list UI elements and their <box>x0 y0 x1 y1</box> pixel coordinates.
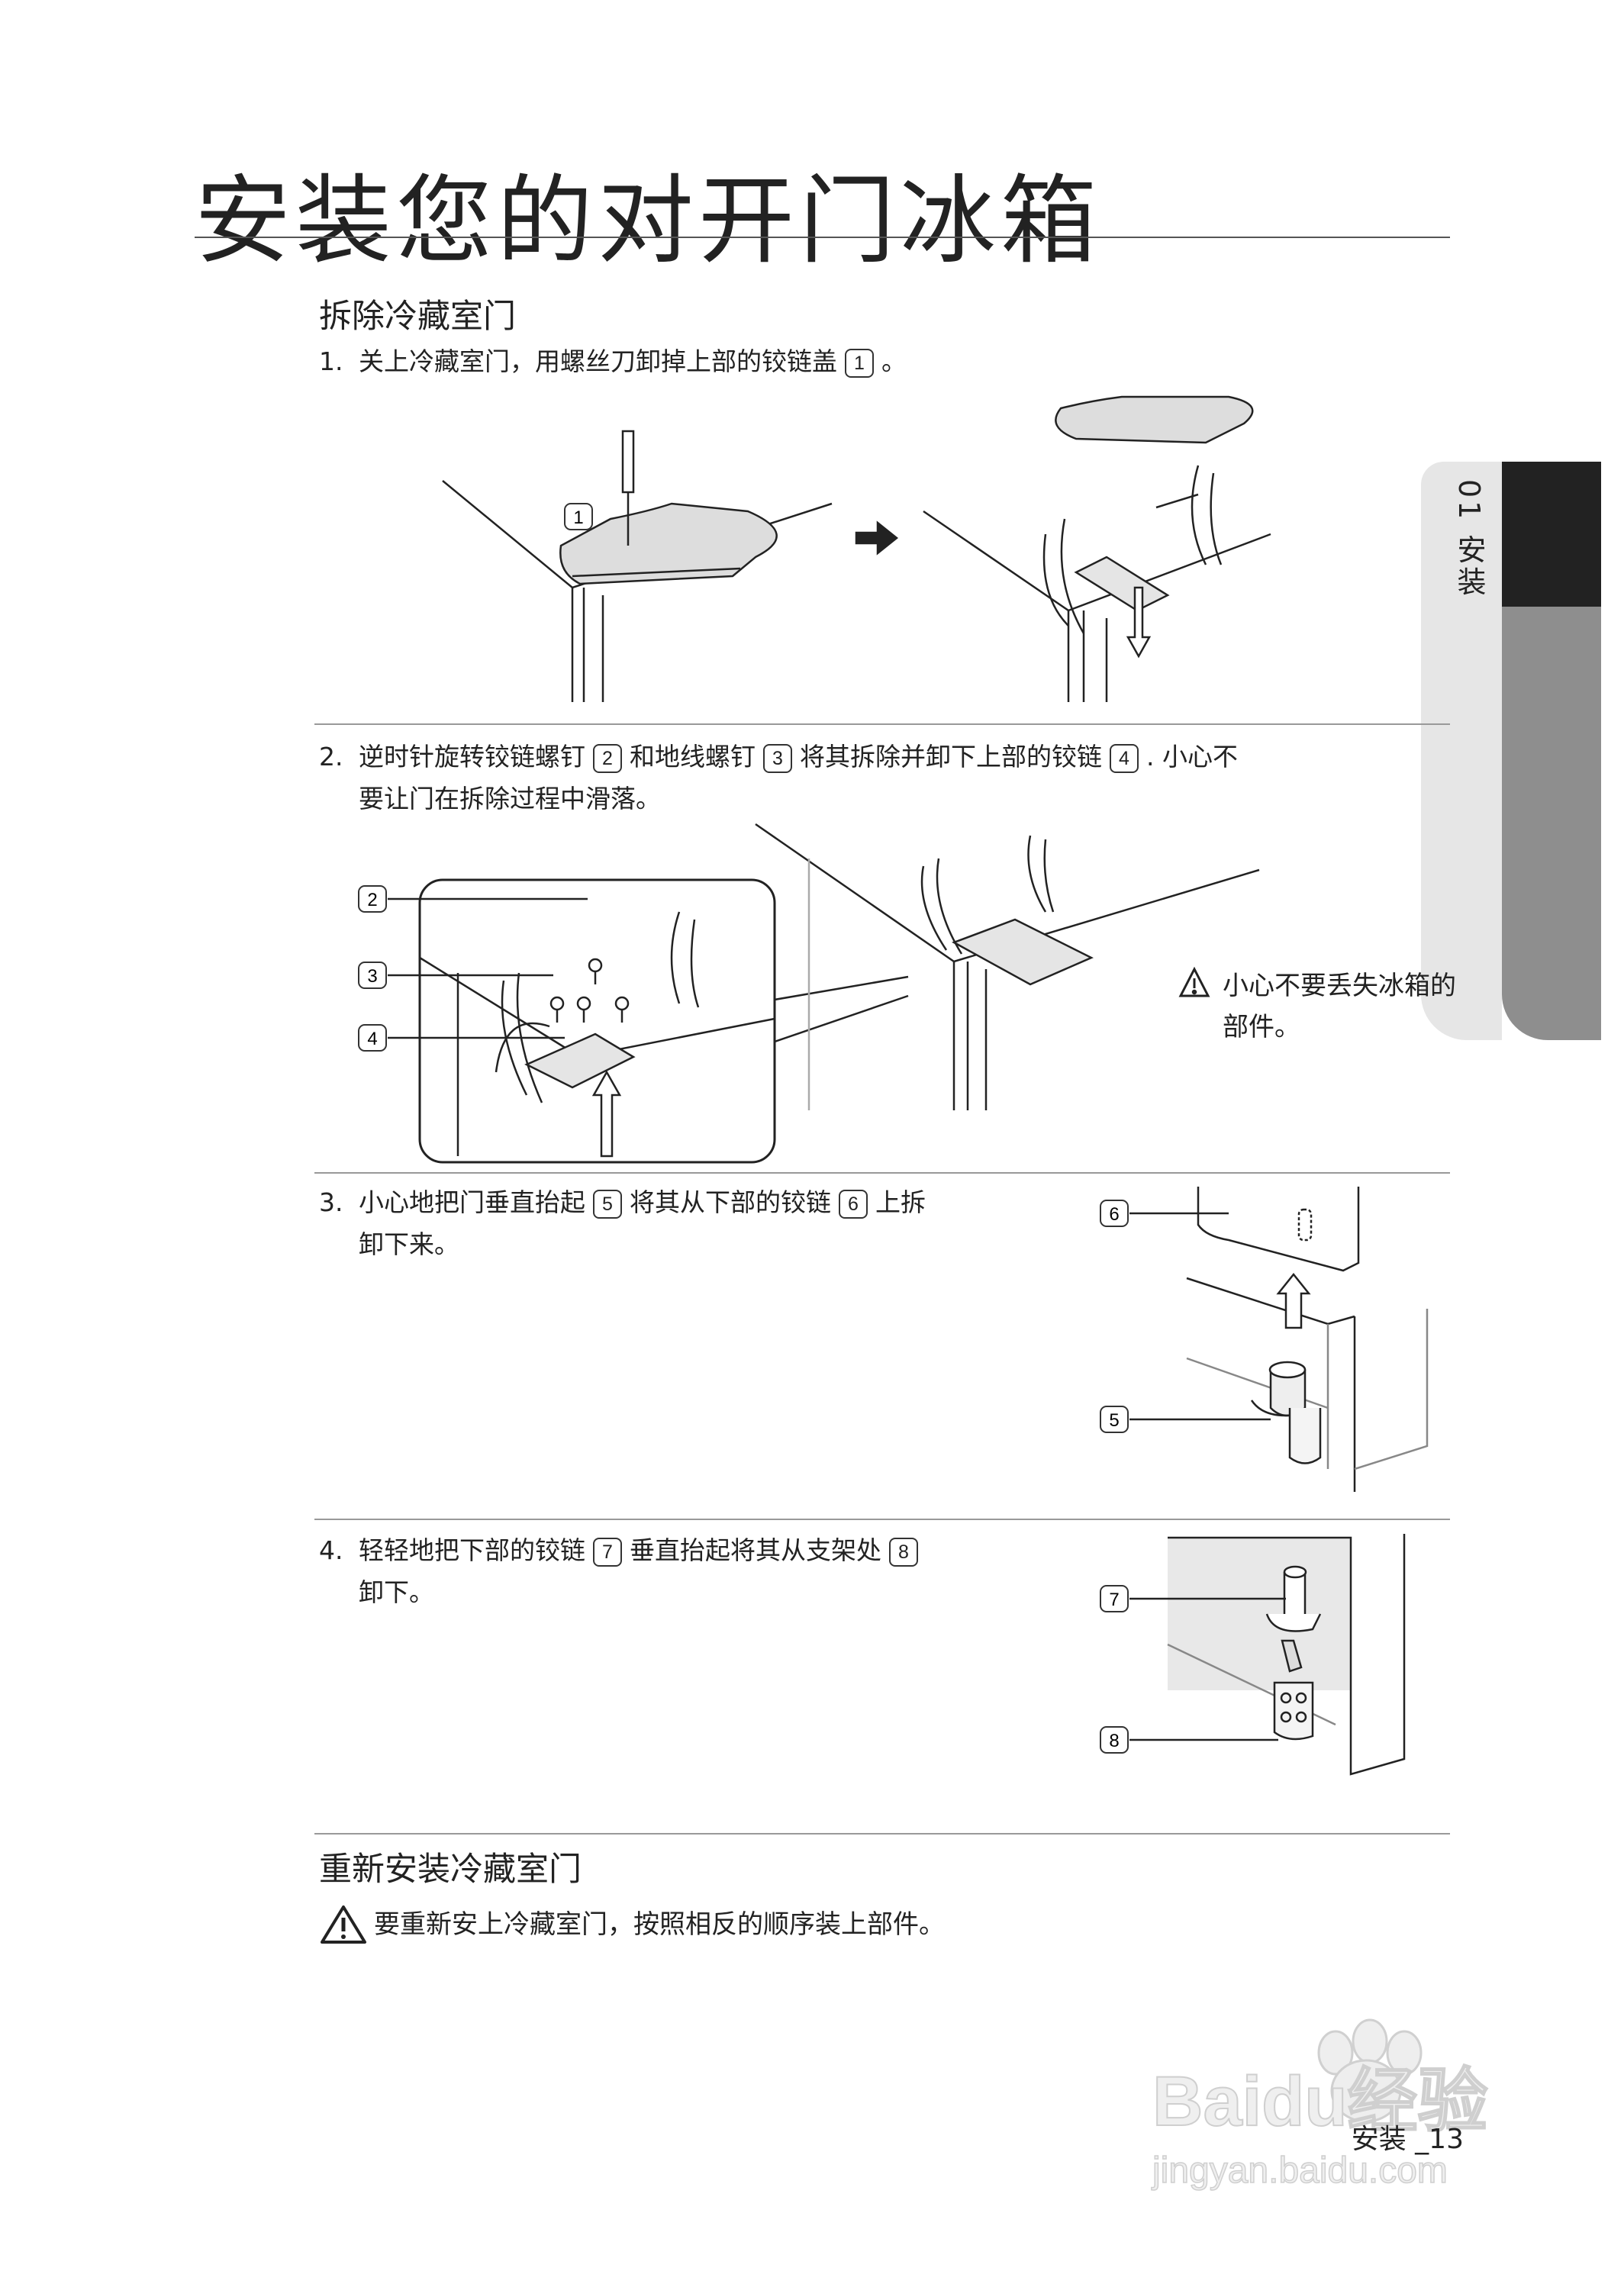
section-heading-reinstall-door: 重新安装冷藏室门 <box>319 1851 582 1889</box>
figure-callout-8: 8 <box>1109 1731 1119 1751</box>
step-4-line-2: 卸下。 <box>359 1577 434 1607</box>
figure-callout-1: 1 <box>573 507 583 528</box>
step-number: 4. <box>319 1535 343 1565</box>
callout-number: 3 <box>763 743 792 773</box>
step-text: 小心地把门垂直抬起 <box>359 1187 585 1217</box>
step-text: 逆时针旋转铰链螺钉 <box>359 742 585 771</box>
callout-number: 8 <box>889 1537 918 1567</box>
figure-callout-7: 7 <box>1109 1590 1119 1610</box>
step-text: 关上冷藏室门，用螺丝刀卸掉上部的铰链盖 <box>359 346 837 376</box>
callout-number: 7 <box>593 1537 622 1567</box>
section-divider <box>314 1172 1450 1174</box>
figure-lower-hinge-removal: 7 8 <box>1100 1534 1406 1776</box>
figure-callout-5: 5 <box>1109 1410 1119 1431</box>
side-tab-label: 01 安装 <box>1452 479 1486 599</box>
caution-text: 小心不要丢失冰箱的 部件。 <box>1223 965 1456 1048</box>
figure-callout-3: 3 <box>367 966 377 987</box>
reinstall-note-text: 要重新安上冷藏室门，按照相反的顺序装上部件。 <box>374 1909 945 1940</box>
callout-number: 2 <box>593 743 622 773</box>
side-tab-grey <box>1502 607 1601 1040</box>
callout-number: 6 <box>839 1189 868 1219</box>
watermark-brand: Baidu经验 <box>1152 2063 1488 2141</box>
caution-line-1: 小心不要丢失冰箱的 <box>1223 971 1456 1001</box>
callout-number: 1 <box>845 348 874 378</box>
callout-number: 5 <box>593 1189 622 1219</box>
step-text: 轻轻地把下部的铰链 <box>359 1535 585 1565</box>
section-heading-remove-door: 拆除冷藏室门 <box>319 298 516 336</box>
page-title: 安装您的对开门冰箱 <box>195 165 1101 277</box>
step-1: 1. 关上冷藏室门，用螺丝刀卸掉上部的铰链盖 1。 <box>319 340 907 384</box>
step-4: 4. 轻轻地把下部的铰链 7 垂直抬起将其从支架处 8 <box>319 1528 926 1573</box>
title-divider <box>195 237 1450 238</box>
step-2-line-2: 要让门在拆除过程中滑落。 <box>359 784 661 813</box>
section-divider <box>314 1519 1450 1520</box>
step-text: . 小心不 <box>1146 742 1238 771</box>
side-tab-background <box>1421 462 1502 1040</box>
figure-upper-hinge-removal: 2 3 4 <box>358 823 1260 1164</box>
step-text: 将其拆除并卸下上部的铰链 <box>800 742 1102 771</box>
step-text-end: 。 <box>881 346 907 376</box>
page-footer: 安装 _13 <box>1351 2124 1464 2155</box>
figure-lift-door: 6 5 <box>1100 1187 1429 1492</box>
caution-icon <box>321 1905 366 1944</box>
figure-hinge-cover-removal: 1 <box>442 395 1271 702</box>
section-divider <box>314 1833 1450 1835</box>
step-3-line-2: 卸下来。 <box>359 1229 459 1259</box>
figure-callout-4: 4 <box>367 1029 377 1049</box>
callout-number: 4 <box>1110 743 1139 773</box>
watermark-url: jingyan.baidu.com <box>1151 2150 1448 2191</box>
step-text: 将其从下部的铰链 <box>630 1187 831 1217</box>
caution-line-2: 部件。 <box>1223 1012 1300 1042</box>
step-text: 和地线螺钉 <box>630 742 756 771</box>
step-text: 垂直抬起将其从支架处 <box>630 1535 881 1565</box>
figure-callout-2: 2 <box>367 890 377 910</box>
reinstall-note: 要重新安上冷藏室门，按照相反的顺序装上部件。 <box>319 1904 945 1945</box>
baidu-jingyan-watermark: Baidu经验 jingyan.baidu.com <box>1150 2018 1489 2192</box>
step-number: 3. <box>319 1187 343 1217</box>
section-divider <box>314 723 1450 725</box>
step-number: 2. <box>319 742 343 771</box>
step-text: 上拆 <box>875 1187 926 1217</box>
step-number: 1. <box>319 346 343 376</box>
side-tab-marker <box>1502 462 1601 607</box>
figure-callout-6: 6 <box>1109 1204 1119 1225</box>
